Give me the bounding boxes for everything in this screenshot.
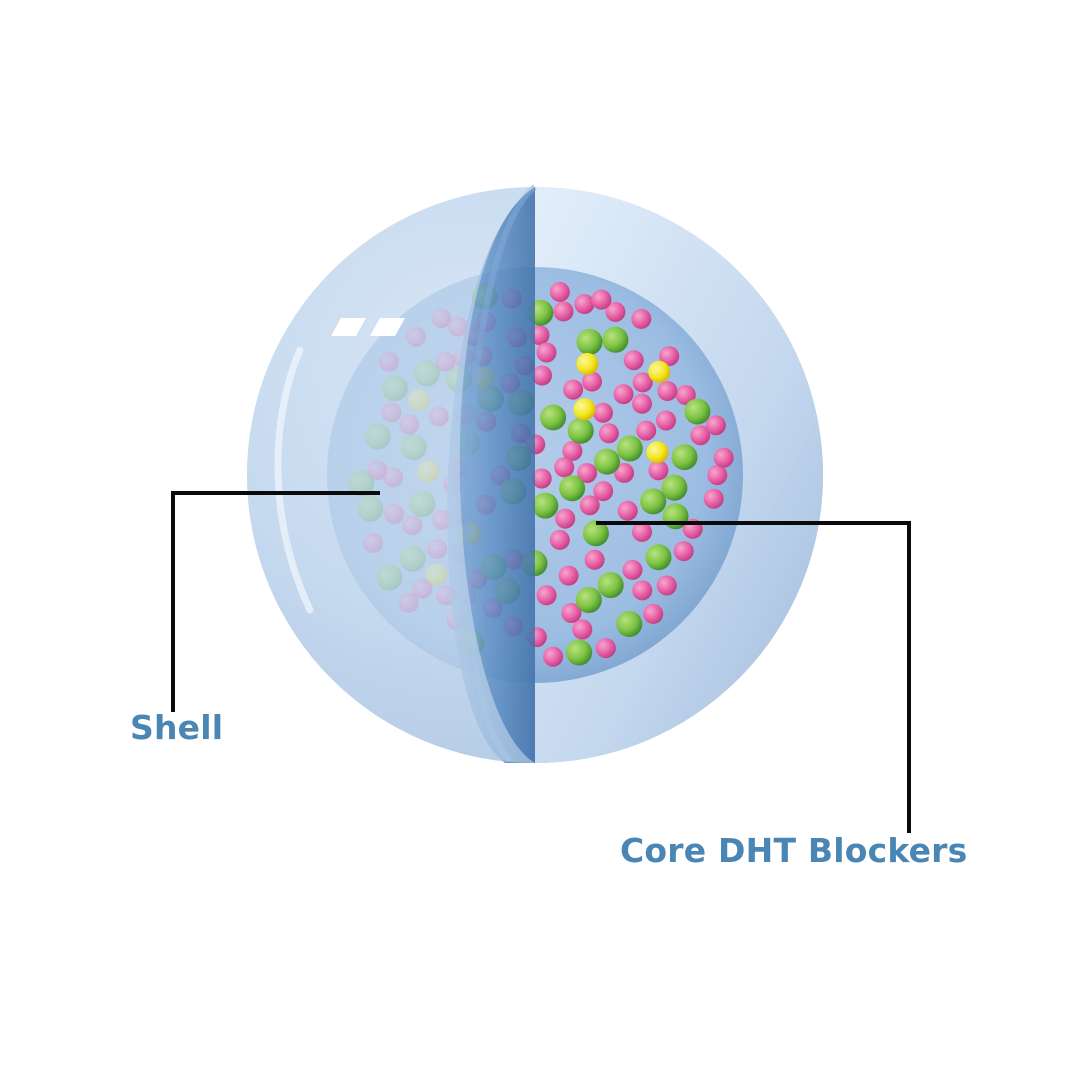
pink-particle <box>553 301 574 322</box>
yellow-particle <box>648 360 671 383</box>
pink-particle <box>549 529 570 550</box>
pink-particle <box>591 289 612 310</box>
green-particle <box>567 417 594 444</box>
green-particle <box>540 404 567 431</box>
green-particle <box>662 503 689 530</box>
pink-particle <box>673 541 694 562</box>
pink-particle <box>543 646 564 667</box>
green-particle <box>532 492 559 519</box>
pink-particle <box>632 372 653 393</box>
pink-particle <box>656 575 677 596</box>
pink-particle <box>614 462 635 483</box>
pink-particle <box>582 371 602 392</box>
pink-particle <box>554 457 575 478</box>
green-particle <box>582 520 609 547</box>
green-particle <box>597 572 624 599</box>
pink-particle <box>584 549 605 570</box>
pink-particle <box>632 393 652 414</box>
pink-particle <box>622 559 643 580</box>
pink-particle <box>555 508 576 529</box>
pink-particle <box>636 420 657 441</box>
pink-particle <box>561 603 582 623</box>
green-particle <box>576 328 603 355</box>
green-particle <box>559 475 586 502</box>
pink-particle <box>531 468 552 489</box>
shell-leader-line <box>171 491 380 712</box>
highlight-mark-1 <box>331 318 366 336</box>
pink-particle <box>659 346 680 367</box>
pink-particle <box>690 425 711 446</box>
yellow-particle <box>646 441 669 464</box>
shell-label: Shell <box>130 708 224 747</box>
yellow-particle <box>576 352 599 375</box>
shell-highlight-arc <box>274 346 314 614</box>
pink-particle <box>562 440 583 461</box>
core-dht-blockers-label: Core DHT Blockers <box>620 831 968 870</box>
pink-particle <box>577 463 598 483</box>
green-particle <box>671 444 698 471</box>
shell-left-cap <box>247 187 535 763</box>
green-particle <box>640 488 667 515</box>
pink-particle <box>705 415 726 436</box>
highlight-mark-2 <box>370 318 405 336</box>
pink-particle <box>656 410 676 431</box>
pink-particle <box>632 521 652 542</box>
pink-particle <box>648 460 669 481</box>
green-particle <box>645 544 672 571</box>
green-particle <box>616 611 643 637</box>
pink-particle <box>563 379 584 400</box>
pink-particle <box>536 342 557 363</box>
pink-particle <box>707 465 728 486</box>
pink-particle <box>536 585 557 606</box>
pink-particle <box>558 565 579 586</box>
pink-particle <box>532 365 552 386</box>
pink-particle <box>623 350 644 371</box>
pink-particle <box>713 447 734 468</box>
pink-particle <box>595 638 616 659</box>
pink-particle <box>572 619 593 640</box>
pink-particle <box>675 385 696 405</box>
green-particle <box>566 639 593 666</box>
green-particle <box>616 435 643 462</box>
pink-particle <box>631 308 652 329</box>
pink-particle <box>613 384 634 405</box>
green-particle <box>661 474 688 501</box>
pink-particle <box>574 294 595 314</box>
green-particle <box>602 326 629 353</box>
green-particle <box>594 448 620 475</box>
pink-particle <box>617 500 638 521</box>
green-particle <box>575 587 602 613</box>
pink-particle <box>593 481 614 502</box>
pink-particle <box>643 603 664 624</box>
pink-particle <box>549 281 570 302</box>
pink-particle <box>579 495 600 516</box>
pink-particle <box>593 402 613 423</box>
pink-particle <box>632 580 653 601</box>
pink-particle <box>657 381 678 401</box>
yellow-particle <box>573 398 596 421</box>
pink-particle <box>605 301 626 322</box>
pink-particle <box>703 488 724 509</box>
green-particle <box>684 398 711 425</box>
pink-particle <box>598 423 619 444</box>
core-leader-line <box>596 521 911 833</box>
